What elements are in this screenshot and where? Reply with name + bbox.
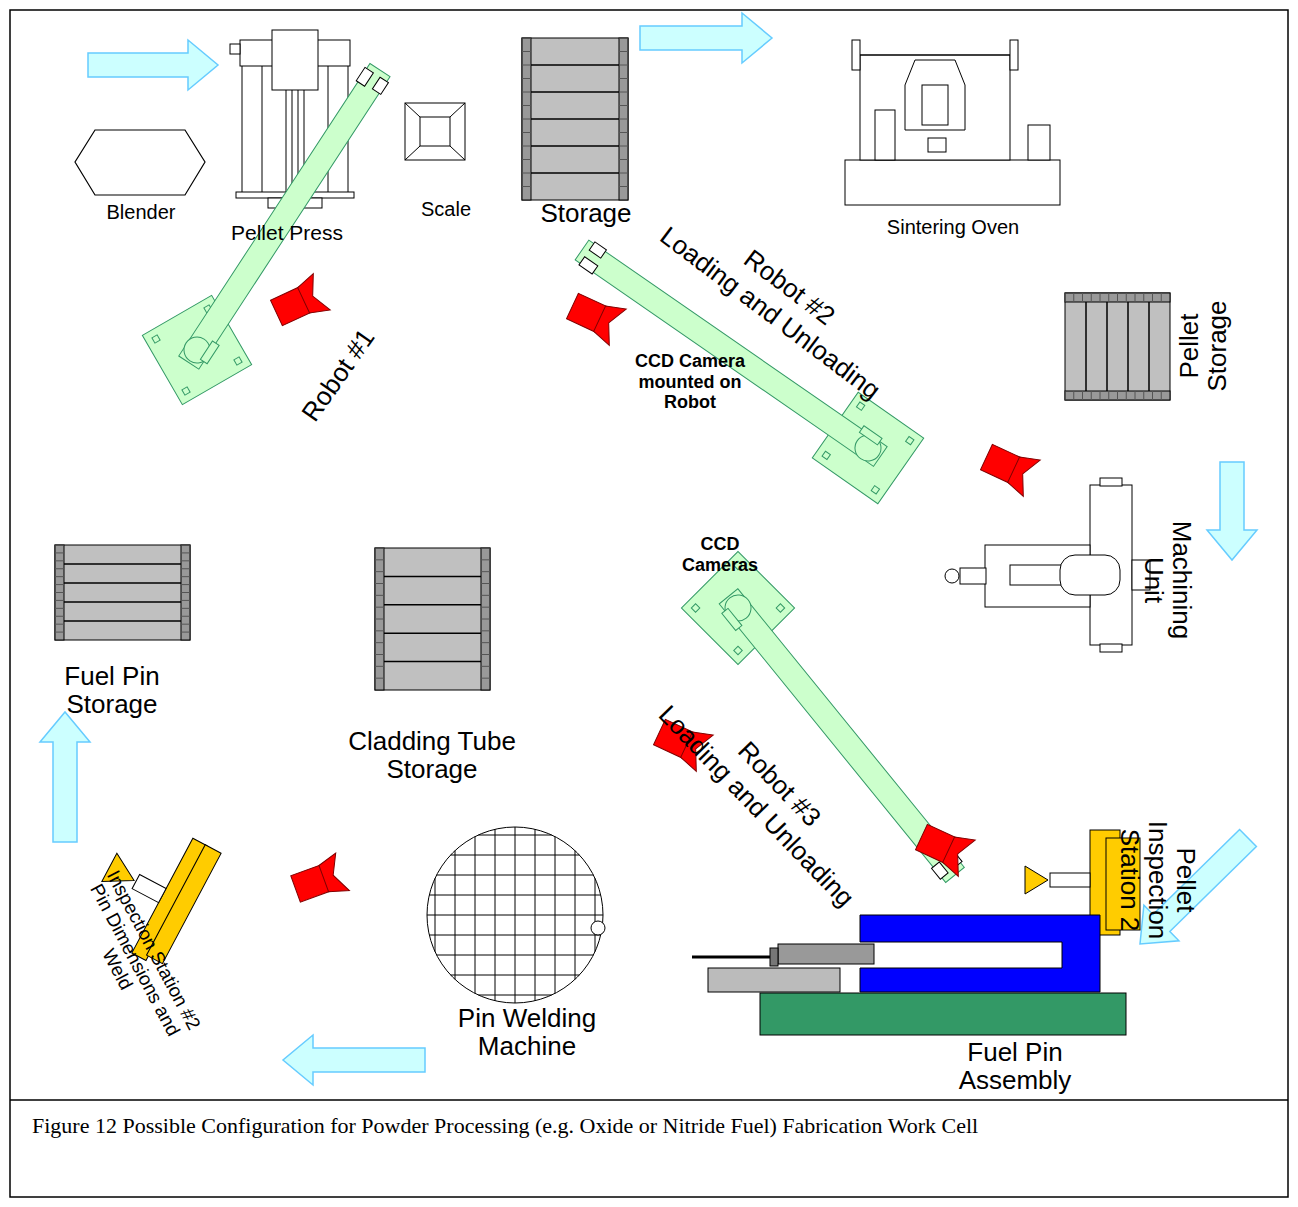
pin-welding-machine [427,827,605,1003]
blender-hexagon [75,130,205,195]
equipment-name: Pin Welding Machine [440,1004,615,1060]
equipment-name: Blender [107,202,176,224]
equipment-name: Robot #1 [296,324,380,427]
equipment-name: Storage [540,199,631,227]
storage-rack [522,38,628,200]
ccd-camera [564,288,626,345]
robot-arm [574,237,924,504]
camera-note: CCD Cameras [675,534,765,575]
equipment-label: Fuel Pin Assembly [950,1038,1080,1094]
equipment-label: Storage [540,199,631,227]
equipment-label: Pin Welding Machine [440,1004,615,1060]
equipment-name: Sintering Oven [887,217,1019,239]
fuel-pin-assembly [692,915,1126,1035]
equipment-name: Scale [421,199,471,221]
equipment-name: Pellet Inspection Station 2 [1116,815,1200,945]
equipment-name: Cladding Tube Storage [312,727,552,783]
equipment-label: Machining Unit [1140,510,1196,650]
equipment-name: Pellet Storage [1175,291,1231,401]
flow-arrow [40,712,90,842]
equipment-label: Robot #3Loading and Unloading [653,678,882,912]
equipment-label: Sintering Oven [887,217,1019,239]
equipment-label: Robot #1 [296,324,380,427]
caption-divider [10,1099,1288,1101]
equipment-label: Scale [421,199,471,221]
ccd-camera [268,274,330,331]
equipment-label: Pellet Press [231,222,343,245]
equipment-label: Fuel Pin Storage [42,662,182,718]
camera-note: CCD Camera mounted on Robot [633,351,748,413]
ccd-camera [978,439,1040,496]
flow-arrow [640,13,772,63]
machining-unit [945,478,1150,652]
equipment-name: Fuel Pin Assembly [950,1038,1080,1094]
storage-rack [1065,293,1170,400]
equipment-name: Fuel Pin Storage [42,662,182,718]
equipment-name: Robot #3 [677,678,883,890]
flow-arrow [88,40,218,90]
flow-arrow [1207,462,1257,560]
robot-arm [681,551,965,885]
storage-rack [55,545,190,640]
equipment-name: Pellet Press [231,222,343,245]
sintering-oven [845,40,1060,205]
figure-frame [10,10,1288,1197]
ccd-camera [913,819,975,876]
storage-rack [375,548,490,690]
equipment-label: Blender [107,202,176,224]
equipment-label: Cladding Tube Storage [312,727,552,783]
equipment-label: Pellet Inspection Station 2 [1116,815,1200,945]
ccd-camera [289,853,350,908]
equipment-label: Pellet Storage [1175,291,1231,401]
figure-caption: Figure 12 Possible Configuration for Pow… [32,1112,1267,1140]
flow-arrow [283,1035,425,1085]
scale-symbol [405,103,465,160]
equipment-name: Machining Unit [1140,510,1196,650]
